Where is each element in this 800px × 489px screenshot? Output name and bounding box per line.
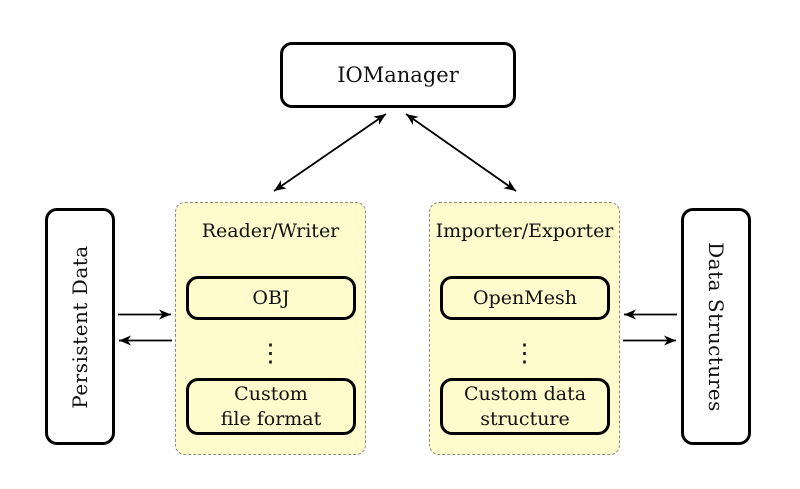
node-custom-data-structure: Custom data structure xyxy=(440,378,610,435)
node-data-structures: Data Structures xyxy=(681,208,751,445)
iomanager-label: IOManager xyxy=(337,63,459,87)
importer-exporter-title: Importer/Exporter xyxy=(435,220,614,242)
node-openmesh: OpenMesh xyxy=(440,276,610,320)
arrow-iomanager-importerexporter-icon xyxy=(405,113,517,192)
node-iomanager: IOManager xyxy=(280,42,516,108)
reader-writer-title: Reader/Writer xyxy=(201,220,340,242)
node-custom-file-format: Custom file format xyxy=(186,378,356,435)
vertical-ellipsis-icon: ⋮ xyxy=(258,337,283,367)
persistent-data-label: Persistent Data xyxy=(68,244,92,409)
data-structures-label: Data Structures xyxy=(704,241,728,412)
arrow-iomanager-readerwriter-icon xyxy=(273,113,387,192)
group-reader-writer: Reader/Writer OBJ ⋮ Custom file format xyxy=(175,202,366,455)
group-importer-exporter: Importer/Exporter OpenMesh ⋮ Custom data… xyxy=(429,202,620,455)
vertical-ellipsis-icon: ⋮ xyxy=(512,337,537,367)
node-persistent-data: Persistent Data xyxy=(45,208,115,445)
node-obj: OBJ xyxy=(186,276,356,320)
